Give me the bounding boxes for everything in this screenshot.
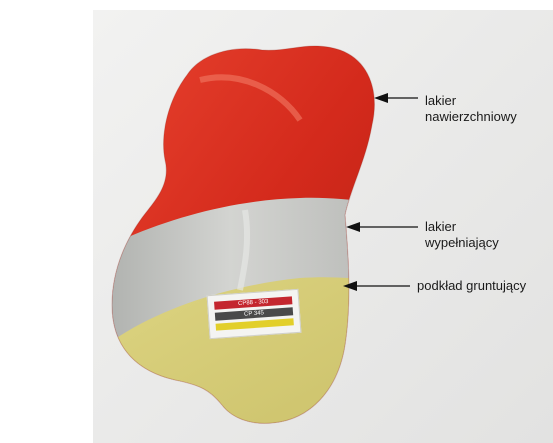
callout-arrow-primer	[343, 281, 410, 291]
callout-filler-line1: lakier	[425, 219, 499, 235]
callout-filler-label: lakier wypełniający	[425, 219, 499, 251]
callout-arrow-filler	[346, 222, 418, 232]
callout-filler-line2: wypełniający	[425, 235, 499, 251]
callout-primer-label: podkład gruntujący	[417, 278, 526, 294]
sample-label-card: CP88 - 303 CP 345	[207, 289, 302, 339]
callout-top-coat-label: lakier nawierzchniowy	[425, 93, 517, 125]
callout-arrow-top-coat	[374, 93, 418, 103]
callout-top-coat-line2: nawierzchniowy	[425, 109, 517, 125]
callout-top-coat-line1: lakier	[425, 93, 517, 109]
sample-label-line-yellow	[216, 318, 294, 330]
